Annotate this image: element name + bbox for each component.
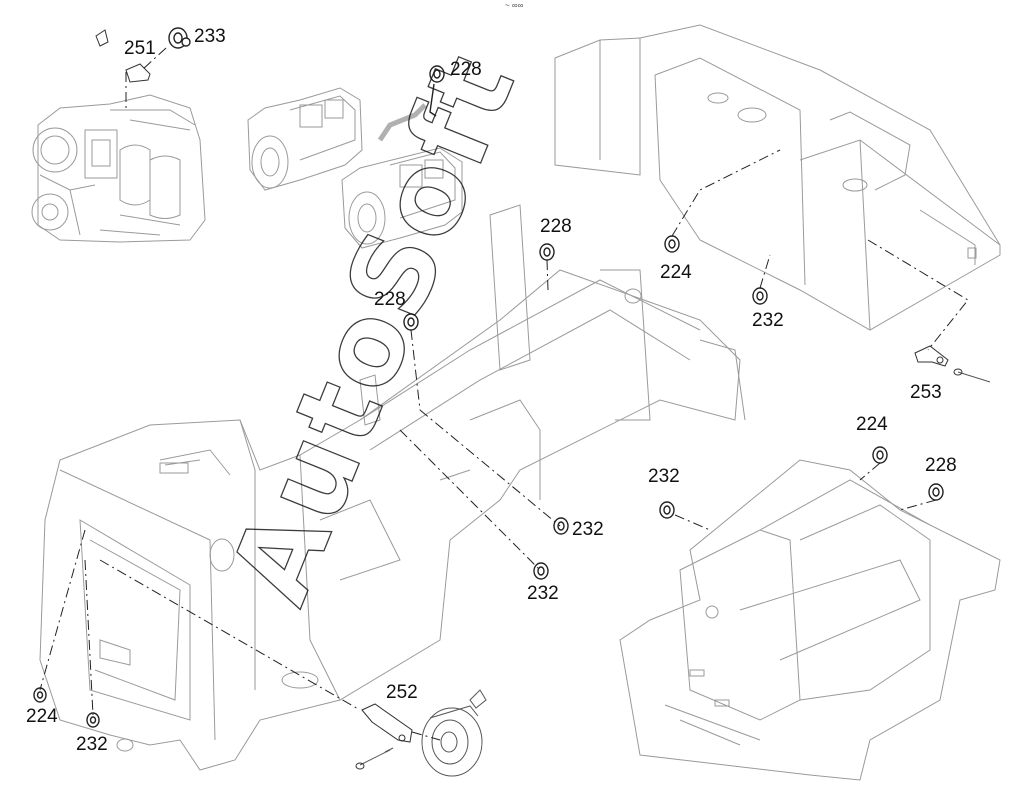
main-chassis xyxy=(39,204,746,771)
fuel-tank xyxy=(554,24,1001,331)
callout-228: 228 xyxy=(374,289,406,310)
header-mark: ~ ∞∞ xyxy=(505,1,524,10)
callout-232: 232 xyxy=(572,519,604,540)
callout-224: 224 xyxy=(660,262,692,283)
rear-frame xyxy=(619,459,1001,781)
callout-232: 232 xyxy=(527,583,559,604)
clamp-232a-icon xyxy=(752,287,768,305)
clamp-233-icon xyxy=(168,27,191,49)
callout-251: 251 xyxy=(124,38,156,59)
bracket-253 xyxy=(914,345,991,383)
callout-224: 224 xyxy=(26,706,58,727)
callout-232: 232 xyxy=(752,310,784,331)
callout-232: 232 xyxy=(648,466,680,487)
bracket-252 xyxy=(355,703,413,770)
engine-assembly xyxy=(31,94,206,243)
callout-228: 228 xyxy=(450,59,482,80)
bracket-251 xyxy=(95,29,151,83)
callout-232: 232 xyxy=(76,734,108,755)
callout-233: 233 xyxy=(194,26,226,47)
callout-224: 224 xyxy=(856,414,888,435)
callout-228: 228 xyxy=(925,455,957,476)
clamp-228c-icon xyxy=(403,313,419,331)
clamp-224c-icon xyxy=(33,687,47,703)
tensioner-pulley xyxy=(421,689,487,777)
clamp-224a-icon xyxy=(664,235,680,253)
callout-252: 252 xyxy=(386,682,418,703)
callout-228: 228 xyxy=(540,216,572,237)
clamp-228b-icon xyxy=(539,243,555,261)
clamp-228a-icon xyxy=(429,65,445,117)
clamp-228d-icon xyxy=(928,483,944,501)
clamp-232b-icon xyxy=(659,501,675,519)
watermark: AutoSoft xyxy=(205,34,542,620)
callout-253: 253 xyxy=(910,382,942,403)
clamp-232e-icon xyxy=(86,712,100,728)
clamp-232c-icon xyxy=(553,517,569,535)
clamp-232d-icon xyxy=(533,562,549,580)
hydraulic-pumps xyxy=(247,87,463,249)
svg-text:AutoSoft: AutoSoft xyxy=(205,35,541,620)
clamp-224b-icon xyxy=(872,446,888,464)
